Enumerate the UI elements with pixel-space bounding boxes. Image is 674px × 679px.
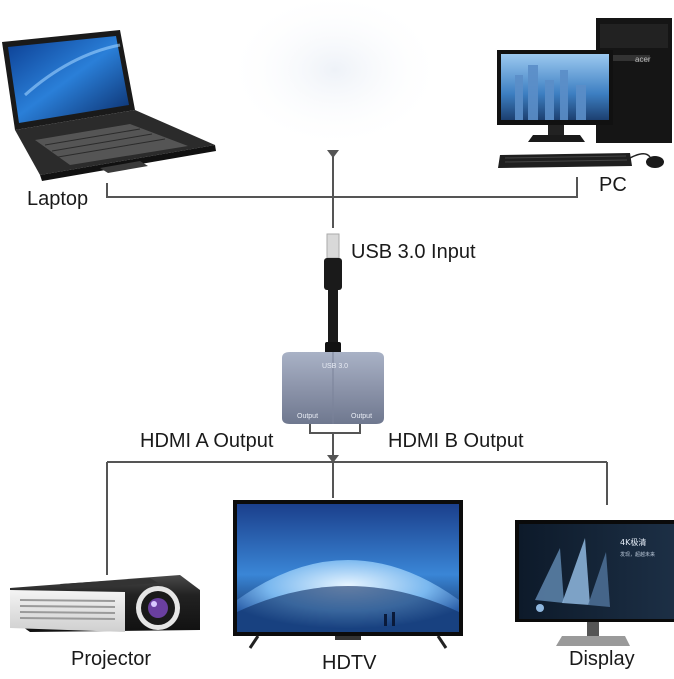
- output-arrow-icon: [327, 455, 339, 463]
- projector-image: [10, 575, 200, 632]
- source-bracket-line: [106, 177, 578, 198]
- display-screen-brand: 4K极清: [620, 537, 646, 547]
- usb-input-label: USB 3.0 Input: [351, 241, 476, 263]
- pc-image: acer: [497, 18, 672, 168]
- display-screen-subtext: 发现，超越未来: [620, 551, 655, 558]
- adapter-top-text: USB 3.0: [322, 363, 348, 370]
- display-image: 4K极清 发现，超越未来: [515, 520, 674, 646]
- pc-label: PC: [599, 174, 627, 196]
- projector-label: Projector: [71, 648, 152, 670]
- hdtv-image: [233, 500, 463, 649]
- input-arrow-icon: [327, 150, 339, 158]
- output-bracket-line: [309, 420, 361, 434]
- laptop-label: Laptop: [27, 188, 89, 210]
- pc-tower-brand: acer: [635, 55, 651, 64]
- adapter-port-right-label: Output: [351, 413, 372, 420]
- hdmi-a-output-label: HDMI A Output: [140, 430, 274, 452]
- background-glow: [225, 0, 445, 150]
- laptop-image: [2, 30, 216, 181]
- adapter-image: USB 3.0 Output Output: [282, 352, 384, 424]
- adapter-port-left-label: Output: [297, 413, 318, 420]
- hdtv-label: HDTV: [322, 652, 377, 674]
- connection-lines: [106, 150, 608, 575]
- usb-cable-image: [324, 233, 342, 354]
- display-label: Display: [569, 648, 635, 670]
- hdmi-b-output-label: HDMI B Output: [388, 430, 524, 452]
